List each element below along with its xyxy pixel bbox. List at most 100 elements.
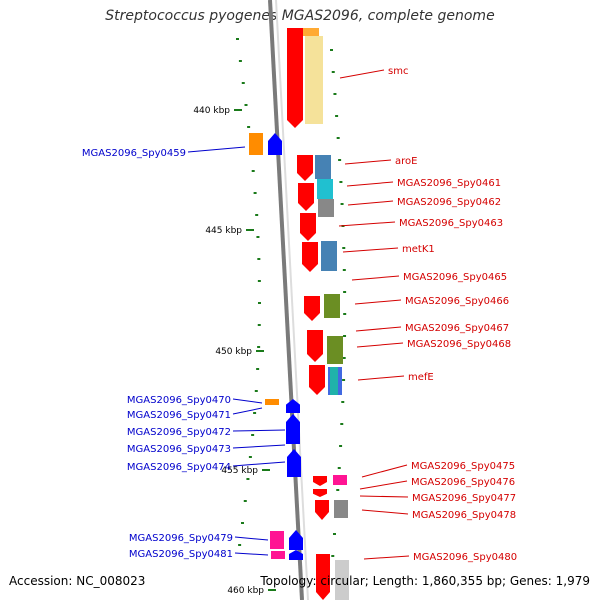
- gene-label-forward[interactable]: MGAS2096_Spy0468: [407, 339, 511, 350]
- cog-box-pink: [271, 551, 285, 559]
- leader-line-forward: [361, 509, 409, 515]
- leader-line-reverse: [234, 536, 269, 541]
- cog-box-orange: [249, 133, 263, 155]
- cog-box-orange: [303, 28, 319, 36]
- cog-box-olive: [324, 294, 340, 318]
- gene-arrow-forward: [300, 213, 316, 241]
- cog-box-gray: [334, 500, 348, 518]
- scale-dot-right: [342, 247, 346, 249]
- scale-dot-left: [257, 280, 261, 282]
- leader-line-forward: [354, 299, 402, 305]
- scale-dot-left: [257, 324, 261, 326]
- gene-arrow-reverse: [289, 550, 303, 560]
- gene-label-forward[interactable]: MGAS2096_Spy0462: [397, 197, 501, 208]
- gene-label-reverse[interactable]: MGAS2096_Spy0470: [127, 395, 231, 406]
- gene-label-reverse[interactable]: MGAS2096_Spy0474: [127, 462, 231, 473]
- scale-dot-right: [338, 159, 342, 161]
- leader-line-forward: [359, 480, 408, 490]
- backbone-shadow: [275, 0, 309, 600]
- tick-label: 460 kbp: [227, 586, 264, 596]
- cog-box-pink: [333, 475, 347, 485]
- gene-label-reverse[interactable]: MGAS2096_Spy0459: [82, 148, 186, 159]
- gene-label-forward[interactable]: mefE: [408, 372, 434, 383]
- gene-label-forward[interactable]: MGAS2096_Spy0467: [405, 323, 509, 334]
- gene-label-forward[interactable]: MGAS2096_Spy0475: [411, 461, 515, 472]
- scale-dot-left: [238, 544, 242, 546]
- gene-label-forward[interactable]: MGAS2096_Spy0463: [399, 218, 503, 229]
- gene-label-forward[interactable]: MGAS2096_Spy0477: [412, 493, 516, 504]
- scale-dot-left: [251, 434, 255, 436]
- gene-arrow-forward: [313, 489, 327, 497]
- scale-dot-left: [256, 236, 260, 238]
- scale-dot-left: [257, 302, 261, 304]
- scale-dot-right: [342, 379, 346, 381]
- topology-text: Topology: circular; Length: 1,860,355 bp…: [260, 574, 590, 588]
- leader-line-forward: [342, 247, 399, 253]
- leader-line-forward: [361, 464, 408, 478]
- scale-dot-left: [244, 104, 248, 106]
- scale-dot-right: [331, 555, 335, 557]
- cog-box-orange: [265, 399, 279, 405]
- tick-label: 445 kbp: [205, 226, 242, 236]
- cog-box-olive: [327, 336, 343, 364]
- cog-box-blue: [321, 241, 337, 271]
- gene-arrow-reverse: [268, 133, 282, 155]
- scale-dot-right: [343, 335, 347, 337]
- scale-dot-left: [256, 368, 260, 370]
- scale-dot-right: [336, 489, 340, 491]
- gene-label-reverse[interactable]: MGAS2096_Spy0472: [127, 427, 231, 438]
- gene-arrow-forward: [309, 365, 325, 395]
- gene-arrow-forward: [313, 476, 327, 486]
- scale-dot-left: [247, 126, 251, 128]
- scale-dot-right: [342, 269, 346, 271]
- leader-line-forward: [357, 375, 405, 381]
- scale-dot-right: [343, 313, 347, 315]
- gene-arrow-forward: [287, 28, 303, 128]
- leader-line-reverse: [232, 461, 286, 467]
- scale-dot-right: [332, 533, 336, 535]
- leader-line-forward: [356, 342, 404, 348]
- gene-label-forward[interactable]: metK1: [402, 244, 435, 255]
- gene-label-reverse[interactable]: MGAS2096_Spy0481: [129, 549, 233, 560]
- leader-line-forward: [351, 275, 400, 281]
- gene-label-forward[interactable]: MGAS2096_Spy0478: [412, 510, 516, 521]
- gene-label-reverse[interactable]: MGAS2096_Spy0473: [127, 444, 231, 455]
- gene-arrow-forward: [316, 554, 330, 600]
- cog-box-lightgray: [335, 560, 349, 600]
- scale-dot-left: [254, 390, 258, 392]
- scale-dot-left: [253, 412, 257, 414]
- gene-label-reverse[interactable]: MGAS2096_Spy0471: [127, 410, 231, 421]
- gene-label-forward[interactable]: MGAS2096_Spy0466: [405, 296, 509, 307]
- gene-label-forward[interactable]: aroE: [395, 156, 417, 167]
- gene-label-forward[interactable]: MGAS2096_Spy0461: [397, 178, 501, 189]
- leader-line-reverse: [232, 407, 263, 415]
- scale-dot-right: [341, 401, 345, 403]
- leader-line-forward: [359, 495, 409, 498]
- scale-dot-left: [238, 60, 242, 62]
- gene-arrow-reverse: [286, 414, 300, 444]
- scale-dot-left: [257, 346, 261, 348]
- gene-label-forward[interactable]: MGAS2096_Spy0476: [411, 477, 515, 488]
- leader-line-forward: [344, 159, 392, 165]
- scale-dot-right: [337, 467, 341, 469]
- leader-line-forward: [355, 326, 402, 332]
- scale-dot-left: [255, 214, 259, 216]
- gene-label-reverse[interactable]: MGAS2096_Spy0479: [129, 533, 233, 544]
- gene-label-forward[interactable]: smc: [388, 66, 408, 77]
- accession-text: Accession: NC_008023: [9, 574, 146, 588]
- gene-arrow-forward: [315, 500, 329, 520]
- tick-label: 440 kbp: [193, 106, 230, 116]
- scale-dot-left: [241, 82, 245, 84]
- scale-dot-right: [340, 423, 344, 425]
- cog-box-blue: [315, 155, 331, 179]
- gene-label-forward[interactable]: MGAS2096_Spy0480: [413, 552, 517, 563]
- scale-dot-left: [251, 170, 255, 172]
- scale-dot-right: [336, 137, 340, 139]
- leader-line-forward: [338, 221, 396, 227]
- gene-label-forward[interactable]: MGAS2096_Spy0465: [403, 272, 507, 283]
- scale-dot-left: [246, 478, 250, 480]
- scale-dot-left: [243, 500, 247, 502]
- backbone-line: [268, 0, 304, 600]
- cog-box-pink: [270, 531, 284, 549]
